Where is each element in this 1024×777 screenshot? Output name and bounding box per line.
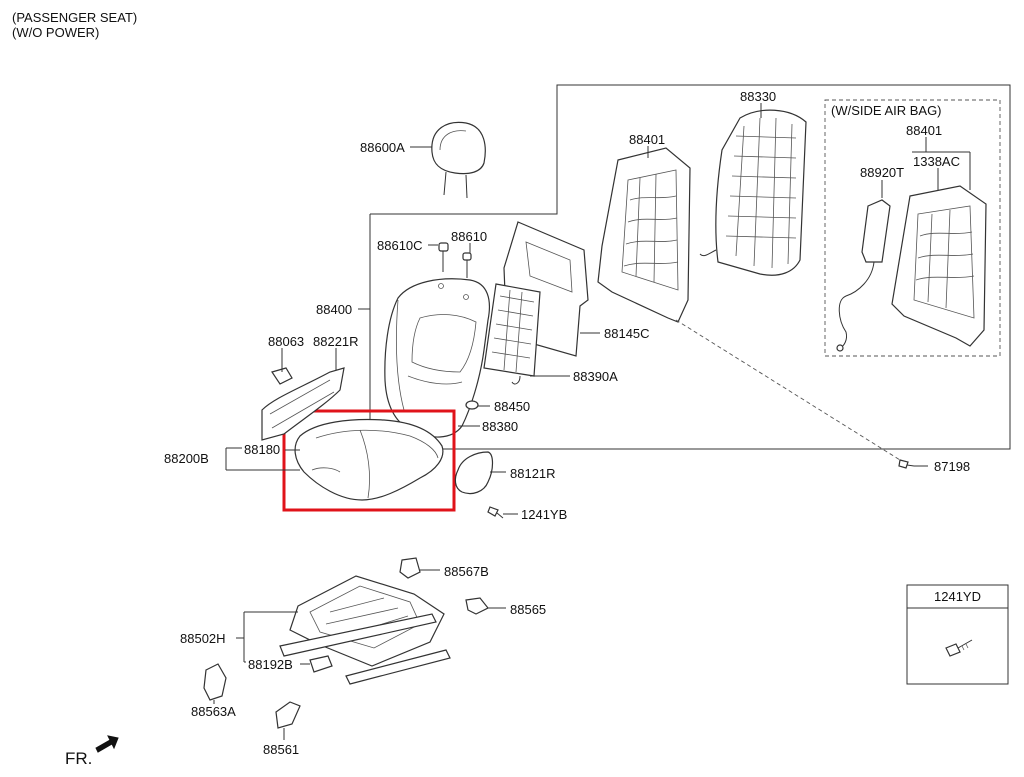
headrest-guide-part[interactable] (438, 242, 472, 278)
bracket-88567b-part[interactable] (399, 557, 421, 579)
highlight-box (282, 409, 456, 512)
label-88330: 88330 (740, 89, 776, 104)
label-88565: 88565 (510, 602, 546, 617)
label-88502h: 88502H (180, 631, 226, 646)
seat-cushion-cover-part[interactable] (294, 418, 444, 501)
label-88145c: 88145C (604, 326, 650, 341)
seat-track-frame-part[interactable] (279, 575, 451, 685)
headrest-part[interactable] (431, 121, 486, 199)
seatback-frame-part[interactable] (597, 147, 691, 323)
label-88200b: 88200B (164, 451, 209, 466)
label-88561: 88561 (263, 742, 299, 757)
label-1338ac: 1338AC (913, 154, 960, 169)
label-88192b: 88192B (248, 657, 293, 672)
screw-1241yd-part[interactable] (945, 639, 973, 657)
track-cover-88561-part[interactable] (275, 701, 301, 729)
front-direction-marker: FR. (65, 735, 119, 768)
seatback-panel-part[interactable] (699, 109, 807, 276)
label-88401-a: 88401 (629, 132, 665, 147)
label-88390a: 88390A (573, 369, 618, 384)
recliner-cover-part[interactable] (454, 451, 494, 495)
part-88192b[interactable] (309, 655, 333, 673)
arrow-icon (95, 735, 119, 753)
label-87198: 87198 (934, 459, 970, 474)
side-airbag-group (824, 99, 1001, 357)
header-line-2: (W/O POWER) (12, 25, 100, 40)
label-88401-b: 88401 (906, 123, 942, 138)
side-airbag-module-part[interactable] (836, 199, 891, 352)
label-88600a: 88600A (360, 140, 405, 155)
label-1241yb: 1241YB (521, 507, 567, 522)
leader-lines (213, 103, 971, 740)
inset-1241yd: 1241YD (906, 584, 1009, 685)
label-88380: 88380 (482, 419, 518, 434)
front-label: FR. (65, 749, 92, 768)
callout-labels: 88330 (W/SIDE AIR BAG) 88401 88401 1338A… (164, 89, 970, 757)
bolt-87198-part[interactable] (898, 459, 915, 469)
label-88920t: 88920T (860, 165, 904, 180)
label-88567b: 88567B (444, 564, 489, 579)
label-88610: 88610 (451, 229, 487, 244)
label-88563a: 88563A (191, 704, 236, 719)
header-line-1: (PASSENGER SEAT) (12, 10, 138, 25)
side-shield-part[interactable] (261, 367, 345, 441)
label-88221r: 88221R (313, 334, 359, 349)
label-88400: 88400 (316, 302, 352, 317)
screw-1241yb-part[interactable] (487, 506, 504, 519)
label-88121r: 88121R (510, 466, 556, 481)
inset-title: 1241YD (934, 589, 981, 604)
label-88063: 88063 (268, 334, 304, 349)
label-88180: 88180 (244, 442, 280, 457)
clip-88450-part[interactable] (465, 400, 479, 410)
airbag-seatback-frame-part[interactable] (891, 185, 987, 347)
seatback-spring-mat-part[interactable] (483, 283, 541, 385)
label-side-airbag: (W/SIDE AIR BAG) (831, 103, 942, 118)
label-88610c: 88610C (377, 238, 423, 253)
diagram-header: (PASSENGER SEAT) (W/O POWER) (12, 10, 137, 40)
seatback-cover-part[interactable] (384, 278, 491, 438)
clip-88063-part[interactable] (271, 367, 293, 385)
label-88450: 88450 (494, 399, 530, 414)
track-cover-88563a-part[interactable] (203, 663, 227, 701)
bracket-88565-part[interactable] (465, 597, 489, 615)
